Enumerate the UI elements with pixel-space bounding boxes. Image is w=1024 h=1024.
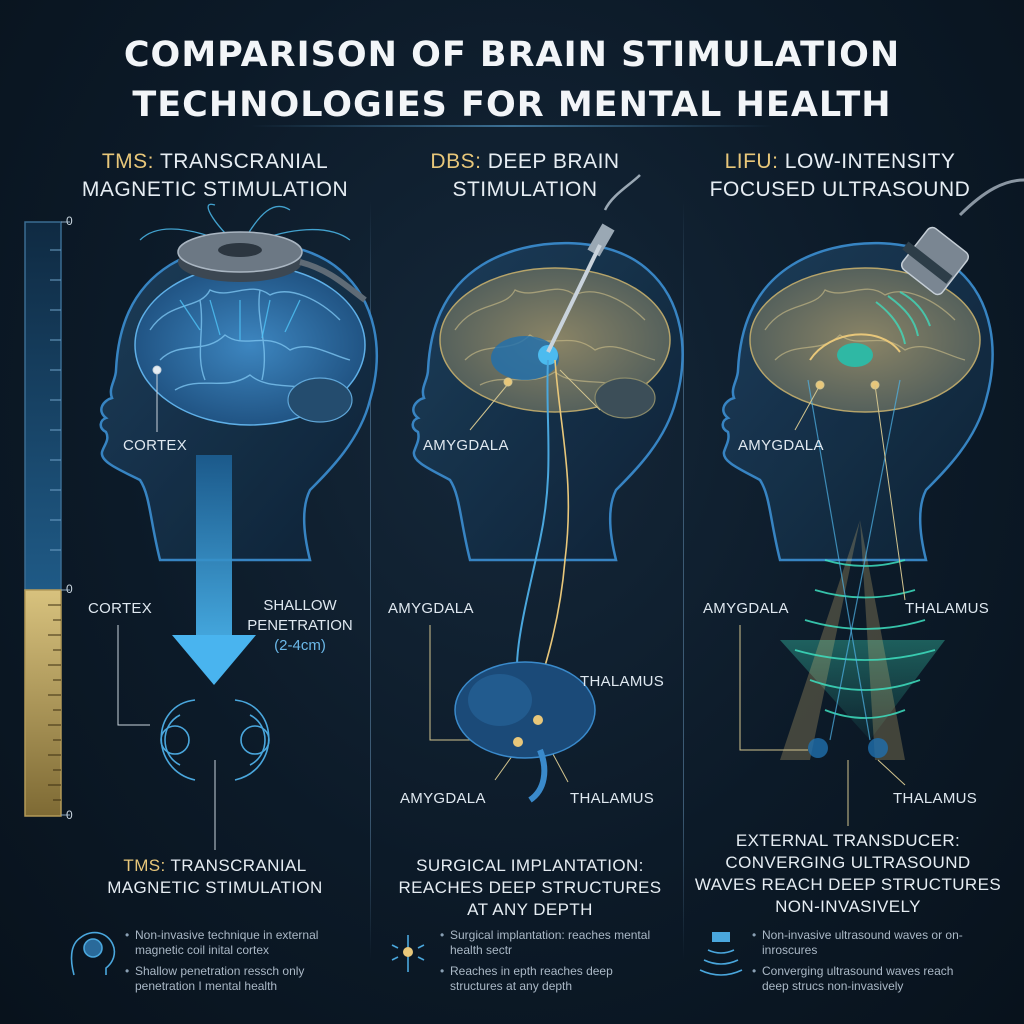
dbs-header-line-2: STIMULATION xyxy=(452,178,598,201)
lifu-abbr: LIFU: xyxy=(724,150,779,173)
dbs-header-line-1: DEEP BRAIN xyxy=(481,150,620,173)
dbs-summary-line-2: REACHES DEEP STRUCTURES xyxy=(398,878,662,897)
title-underline xyxy=(250,125,774,127)
page-title: COMPARISON OF BRAIN STIMULATION TECHNOLO… xyxy=(0,30,1024,130)
tms-notes: Non-invasive technique in external magne… xyxy=(125,928,355,1000)
lifu-amygdala-brain-label: AMYGDALA xyxy=(738,437,824,454)
tms-cortex-brain-label: CORTEX xyxy=(123,437,188,454)
tms-header-line-1: TRANSCRANIAL xyxy=(154,150,329,173)
dbs-summary-line-3: AT ANY DEPTH xyxy=(467,900,593,919)
depth-ruler xyxy=(24,221,70,817)
title-line-1: COMPARISON OF BRAIN STIMULATION xyxy=(123,35,901,75)
column-divider-1 xyxy=(370,200,371,960)
dbs-deep-brain-inset xyxy=(454,661,596,803)
ruler-tick-top-label: 0 xyxy=(66,214,73,228)
lifu-summary-line-2: CONVERGING ULTRASOUND xyxy=(725,853,971,872)
dbs-amygdala-low-label: AMYGDALA xyxy=(400,790,486,807)
dbs-note-1: Surgical implantation: reaches mental he… xyxy=(440,928,655,958)
lifu-thalamus-mid-label: THALAMUS xyxy=(905,600,990,617)
dbs-summary: SURGICAL IMPLANTATION: REACHES DEEP STRU… xyxy=(365,855,695,921)
lifu-header: LIFU: LOW-INTENSITY FOCUSED ULTRASOUND xyxy=(680,148,1000,204)
title-line-2: TECHNOLOGIES FOR MENTAL HEALTH xyxy=(132,85,892,125)
lifu-note-2: Converging ultrasound waves reach deep s… xyxy=(752,964,977,994)
tms-note-1: Non-invasive technique in external magne… xyxy=(125,928,355,958)
lifu-amygdala-mid-label: AMYGDALA xyxy=(703,600,789,617)
lifu-summary-line-3: WAVES REACH DEEP STRUCTURES xyxy=(694,875,1002,894)
tms-note-2: Shallow penetration ressch only penetrat… xyxy=(125,964,355,994)
lifu-header-line-1: LOW-INTENSITY xyxy=(778,150,956,173)
lifu-header-line-2: FOCUSED ULTRASOUND xyxy=(709,178,971,201)
tms-abbr: TMS: xyxy=(101,150,154,173)
tms-summary: TMS: TRANSCRANIAL MAGNETIC STIMULATION xyxy=(50,855,380,899)
tms-depth-label: SHALLOW PENETRATION (2-4cm) xyxy=(245,596,355,656)
ruler-tick-bottom-label: 0 xyxy=(66,808,73,822)
tms-field-loops xyxy=(160,699,270,781)
lifu-thalamus-low-label: THALAMUS xyxy=(893,790,978,807)
lifu-transducer xyxy=(875,178,1024,345)
tms-cortex-label: CORTEX xyxy=(88,600,153,617)
tms-summary-line-1: TRANSCRANIAL xyxy=(165,856,307,875)
dbs-amygdala-brain-label: AMYGDALA xyxy=(423,437,509,454)
tms-magnetic-coil xyxy=(139,203,367,340)
dbs-thalamus-mid-label: THALAMUS xyxy=(580,673,665,690)
tms-depth-arrow xyxy=(172,455,256,685)
dbs-header: DBS: DEEP BRAIN STIMULATION xyxy=(365,148,685,204)
lifu-summary: EXTERNAL TRANSDUCER: CONVERGING ULTRASOU… xyxy=(683,830,1013,918)
tms-head-figure xyxy=(99,241,378,562)
brain-head-icon xyxy=(70,931,116,976)
dbs-note-2: Reaches in epth reaches deep structures … xyxy=(440,964,655,994)
lifu-leaders xyxy=(739,380,906,826)
dbs-thalamus-low-label: THALAMUS xyxy=(570,790,655,807)
tms-summary-line-2: MAGNETIC STIMULATION xyxy=(107,878,323,897)
tms-depth-line-1: SHALLOW xyxy=(263,597,337,614)
ruler-tick-mid-label: 0 xyxy=(66,582,73,596)
lifu-brain xyxy=(749,267,981,413)
dbs-amygdala-mid-label: AMYGDALA xyxy=(388,600,474,617)
lifu-summary-line-4: NON-INVASIVELY xyxy=(775,897,921,916)
tms-depth-line-2: PENETRATION xyxy=(247,617,353,634)
lifu-head-figure xyxy=(721,241,994,562)
column-divider-2 xyxy=(683,200,684,960)
lifu-summary-line-1: EXTERNAL TRANSDUCER: xyxy=(735,831,961,850)
tms-header: TMS: TRANSCRANIAL MAGNETIC STIMULATION xyxy=(55,148,375,204)
lifu-converging-beams xyxy=(780,379,945,760)
dbs-summary-line-1: SURGICAL IMPLANTATION: xyxy=(416,856,644,875)
tms-cortex-leaders xyxy=(117,365,216,850)
dbs-electrode xyxy=(515,174,641,713)
tms-depth-range: (2-4cm) xyxy=(274,637,326,654)
lifu-note-1: Non-invasive ultrasound waves or on-inro… xyxy=(752,928,977,958)
tms-header-line-2: MAGNETIC STIMULATION xyxy=(81,178,349,201)
tms-summary-abbr: TMS: xyxy=(123,856,166,875)
dbs-notes: Surgical implantation: reaches mental he… xyxy=(440,928,655,1000)
ultrasound-transducer-icon xyxy=(699,932,743,976)
lifu-notes: Non-invasive ultrasound waves or on-inro… xyxy=(752,928,977,1000)
dbs-abbr: DBS: xyxy=(430,150,482,173)
electrode-icon xyxy=(391,935,425,972)
